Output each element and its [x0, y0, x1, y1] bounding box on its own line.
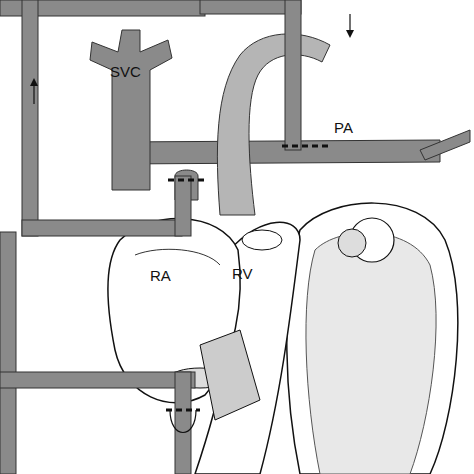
tube-ivc	[175, 372, 191, 474]
flow-arrow	[33, 84, 34, 104]
tube-bottom-horizontal	[0, 372, 195, 388]
pulmonary-branch	[420, 130, 470, 160]
flow-arrow	[349, 14, 350, 32]
tube-far-left	[0, 232, 16, 474]
svc-vessel	[90, 30, 172, 190]
left-ventricle	[287, 203, 458, 474]
ivc-loop	[170, 410, 196, 433]
atrium-inner-line	[135, 249, 220, 265]
purse-string-suture	[168, 179, 205, 182]
papillary-muscle	[200, 330, 260, 420]
part-label: RA	[150, 268, 171, 283]
part-label: PA	[334, 120, 353, 135]
aorta	[217, 34, 330, 215]
pulmonary-valve	[242, 230, 282, 250]
purse-string-suture	[282, 145, 332, 148]
tube-pa	[285, 0, 301, 150]
part-label: SVC	[110, 64, 141, 79]
part-label: RV	[232, 266, 253, 281]
svc-cannula	[175, 176, 191, 236]
flow-arrowhead	[346, 30, 354, 38]
tube-left-vertical	[22, 0, 38, 236]
flow-arrowhead	[30, 78, 38, 86]
purse-string-suture	[166, 409, 200, 412]
tube-svc-inflow	[22, 220, 182, 236]
ventricle-wall	[306, 233, 436, 474]
pulmonary-artery-band	[118, 140, 440, 164]
valve-leaflet	[338, 229, 366, 257]
